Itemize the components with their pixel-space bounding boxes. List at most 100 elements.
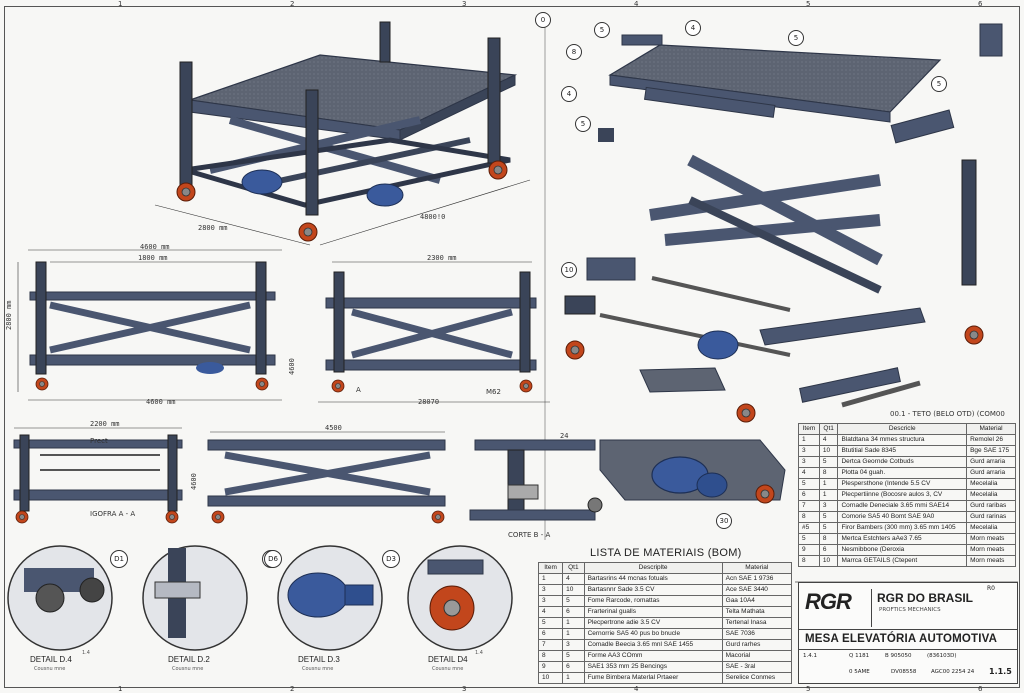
right-bom-header-qty: Qt1 <box>818 423 839 435</box>
bottom-bom-cell-item: 7 <box>537 639 564 651</box>
balloon-0: 0 <box>535 12 551 28</box>
detail-4-sub: Cousnu mne <box>432 666 464 672</box>
tb-cell-d: (836103D) <box>927 653 957 659</box>
bottom-bom-cell-item: 10 <box>537 672 564 684</box>
right-bom-cell-qty: 8 <box>818 467 839 479</box>
right-bom-cell-desc: Mertca Estchters aAe3 7.65 <box>837 533 968 545</box>
right-bom-cell-item: 4 <box>798 467 820 479</box>
zone-bottom-4: 4 <box>634 685 639 693</box>
tb-cell-a: 1.4.1 <box>803 653 817 659</box>
drawing-title: MESA ELEVATÓRIA AUTOMOTIVA <box>805 633 998 645</box>
balloon-4a: 4 <box>685 20 701 36</box>
side-label-b: M62 <box>486 388 501 396</box>
sheet-number: 1.1.5 <box>989 667 1012 676</box>
drawing-frame <box>4 6 1020 688</box>
right-bom-cell-material: Mecelalia <box>966 522 1016 534</box>
right-bom-cell-qty: 6 <box>818 544 839 556</box>
bottom-bom-cell-desc: Bartasnnr Sade 3.5 CV <box>583 584 723 596</box>
bottom-bom-cell-material: Tertenal Inasa <box>721 617 793 629</box>
zone-bottom-2: 2 <box>290 685 295 693</box>
elevation-dim-length: 4500 <box>325 424 342 432</box>
zone-top-3: 3 <box>462 0 467 8</box>
right-bom-cell-qty: 1 <box>818 478 839 490</box>
detail-1-sub: Cousnu mne <box>34 666 66 672</box>
right-bom-header-desc: Descricle <box>837 423 968 435</box>
bottom-bom-cell-qty: 1 <box>562 617 585 629</box>
balloon-5a: 5 <box>594 22 610 38</box>
detail-3-sub: Cousnu mne <box>302 666 334 672</box>
bottom-bom-cell-desc: Forme AA3 COmm <box>583 650 723 662</box>
section-aa-label-top: Prect <box>90 437 108 445</box>
bottom-bom-cell-item: 6 <box>537 628 564 640</box>
section-aa-dim-height: 4600 <box>190 473 198 490</box>
bottom-bom-header-material: Material <box>721 562 793 574</box>
right-bom-cell-material: Mecelalia <box>966 478 1016 490</box>
front-dim-overall: 4600 mm <box>140 243 170 251</box>
balloon-30: 30 <box>716 513 732 529</box>
right-bom-cell-desc: Comorie SA5 40 Bomt SAE 9A0 <box>837 511 968 523</box>
iso-dim-width: 2800 mm <box>198 224 228 232</box>
section-ba-label: CORTE B - A <box>508 531 551 539</box>
side-label-a: A <box>356 386 361 394</box>
bottom-bom-cell-material: Ace SAE 3440 <box>721 584 793 596</box>
title-divider <box>799 629 1017 630</box>
tb-cell-e: 0 5AME <box>849 669 870 675</box>
bottom-bom-cell-qty: 5 <box>562 650 585 662</box>
bom-title: LISTA DE MATERIAIS (BOM) <box>590 547 742 559</box>
zone-top-1: 1 <box>118 0 123 8</box>
zone-top-5: 5 <box>806 0 811 8</box>
bottom-bom-cell-qty: 3 <box>562 639 585 651</box>
right-bom-cell-item: 7 <box>798 500 820 512</box>
bottom-bom-header: Item Qt1 Descriplte Material <box>537 562 793 574</box>
right-bom-cell-qty: 1 <box>818 489 839 501</box>
bottom-bom-header-qty: Qt1 <box>562 562 585 574</box>
right-bom-cell-qty: 5 <box>818 511 839 523</box>
right-bom-cell-material: Remolel 26 <box>966 434 1016 446</box>
right-bom-cell-item: 6 <box>798 489 820 501</box>
detail-tag-d6: D6 <box>264 550 282 568</box>
right-bom-cell-desc: Plespersthone (Intende 5.5 CV <box>837 478 968 490</box>
right-bom-cell-material: Morn meats <box>966 555 1016 567</box>
right-bom-cell-material: Morn meats <box>966 533 1016 545</box>
isometric-view <box>154 21 531 246</box>
front-dim-inner: 1800 mm <box>138 254 168 262</box>
bottom-bom-cell-item: 1 <box>537 573 564 585</box>
bottom-bom-cell-material: Telta Mathata <box>721 606 793 618</box>
bottom-bom-cell-qty: 6 <box>562 661 585 673</box>
detail-4-scale: 1.4 <box>475 650 483 656</box>
bottom-bom-header-item: Item <box>537 562 564 574</box>
bottom-bom-cell-qty: 5 <box>562 595 585 607</box>
right-bom-cell-desc: Plotta 04 guah. <box>837 467 968 479</box>
front-dim-height: 2800 mm <box>5 300 13 330</box>
detail-views <box>7 545 513 651</box>
motor-assembly-view <box>599 439 786 504</box>
right-bom-cell-item: #5 <box>798 522 820 534</box>
right-bom-cell-desc: Plecpertiinne (Bocosre aulos 3, CV <box>837 489 968 501</box>
right-bom-cell-qty: 8 <box>818 533 839 545</box>
zone-top-4: 4 <box>634 0 639 8</box>
right-bom-cell-item: 1 <box>798 434 820 446</box>
balloon-5b: 5 <box>788 30 804 46</box>
bottom-bom-cell-desc: Cernorrie SA5 40 pus bo bnucle <box>583 628 723 640</box>
right-bom-cell-material: Bge SAE 175 <box>966 445 1016 457</box>
right-bom-cell-material: Gurd arraria <box>966 467 1016 479</box>
zone-bottom-3: 3 <box>462 685 467 693</box>
right-bom-cell-item: 5 <box>798 478 820 490</box>
zone-bottom-5: 5 <box>806 685 811 693</box>
right-bom-cell-qty: 4 <box>818 434 839 446</box>
detail-1-scale: 1.4 <box>82 650 90 656</box>
front-view <box>17 249 282 401</box>
right-bom-cell-qty: 5 <box>818 456 839 468</box>
right-bom-header: Item Qt1 Descricle Material <box>798 423 1016 435</box>
company-logo: RGR <box>805 589 852 614</box>
